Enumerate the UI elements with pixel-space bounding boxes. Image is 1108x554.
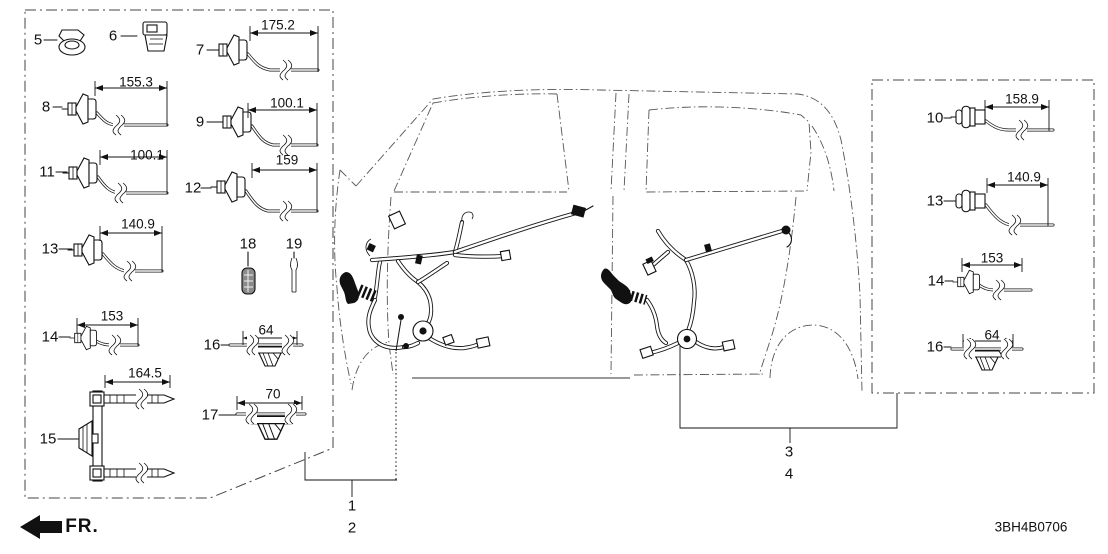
part-dim-14r: 153 xyxy=(980,250,1004,266)
part-ref-10[interactable]: 10 xyxy=(926,109,944,127)
label-leader-lines xyxy=(43,35,954,440)
part-dim-16: 64 xyxy=(258,322,274,338)
part-glyphs xyxy=(58,21,298,482)
clip-5-icon xyxy=(58,29,86,56)
fr-arrow-icon xyxy=(20,515,62,539)
part-ref-16[interactable]: 16 xyxy=(203,336,221,354)
part-ref-8[interactable]: 8 xyxy=(41,98,51,116)
part-dim-14: 153 xyxy=(100,308,124,324)
callout-2[interactable]: 2 xyxy=(347,519,357,537)
part-ref-12[interactable]: 12 xyxy=(184,179,202,197)
front-door-harness-parts xyxy=(339,204,594,352)
part-dim-13r: 140.9 xyxy=(1007,169,1041,185)
rear-door-harness xyxy=(644,228,785,356)
clip-6-icon xyxy=(142,21,168,52)
part-ref-14[interactable]: 14 xyxy=(41,328,59,346)
part-ref-5[interactable]: 5 xyxy=(33,31,43,49)
part-ref-6[interactable]: 6 xyxy=(108,27,118,45)
part-ref-7[interactable]: 7 xyxy=(195,41,205,59)
part-ref-9[interactable]: 9 xyxy=(195,113,205,131)
callout-4[interactable]: 4 xyxy=(784,465,794,483)
part-dim-15: 164.5 xyxy=(128,365,162,381)
front-door-harness xyxy=(366,210,579,351)
diagram-code: 3BH4B0706 xyxy=(994,519,1068,535)
part-dim-17: 70 xyxy=(265,386,281,402)
part-ref-11[interactable]: 11 xyxy=(39,163,55,181)
part-dim-16r: 64 xyxy=(984,327,1000,343)
part-dim-11: 100.1 xyxy=(130,147,164,163)
part-ref-13[interactable]: 13 xyxy=(41,240,59,258)
part-ref-19[interactable]: 19 xyxy=(285,235,303,253)
bracket-15-icon xyxy=(78,390,176,482)
pin-19-icon xyxy=(290,251,298,293)
callout-3[interactable]: 3 xyxy=(784,443,794,461)
connector-18-icon xyxy=(241,251,256,295)
part-dim-10: 158.9 xyxy=(1005,91,1039,107)
part-dim-7: 175.2 xyxy=(261,17,295,33)
part-ref-17[interactable]: 17 xyxy=(201,406,219,424)
left-panel-border xyxy=(24,9,334,499)
part-dim-12: 159 xyxy=(275,152,299,168)
part-ref-15[interactable]: 15 xyxy=(39,430,57,448)
rear-door-harness-parts xyxy=(601,225,792,359)
part-ref-18[interactable]: 18 xyxy=(239,235,257,253)
part-ref-14r[interactable]: 14 xyxy=(927,272,945,290)
part-dim-8: 155.3 xyxy=(119,74,153,90)
callout-brackets xyxy=(304,346,898,497)
right-panel-border xyxy=(871,79,1095,394)
part-dim-9: 100.1 xyxy=(270,95,304,111)
callout-1[interactable]: 1 xyxy=(347,497,357,515)
fr-direction-label: FR. xyxy=(65,516,99,537)
part-ref-16r[interactable]: 16 xyxy=(926,338,944,356)
part-ref-13r[interactable]: 13 xyxy=(926,192,944,210)
part-dim-13: 140.9 xyxy=(121,216,155,232)
